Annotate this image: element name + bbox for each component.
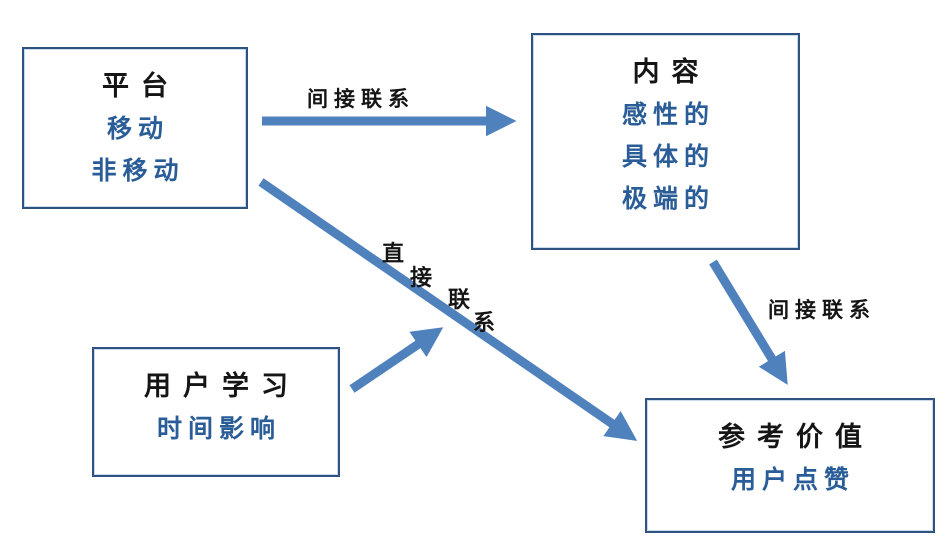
direct-link-label-char: 联 — [448, 288, 471, 313]
user-learning-box-title: 用户学习 — [144, 371, 300, 402]
platform-box-item-mobile: 移动 — [106, 114, 169, 143]
platform-box-title: 平台 — [102, 71, 180, 102]
direct-link-label-char: 系 — [473, 311, 496, 336]
platform-box: 平台 移动 非移动 — [22, 47, 248, 209]
content-box-item-emotional: 感性的 — [621, 100, 715, 129]
user-learning-box: 用户学习 时间影响 — [92, 347, 340, 477]
reference-value-box-title: 参考价值 — [718, 422, 874, 453]
content-box: 内容 感性的 具体的 极端的 — [531, 33, 800, 250]
arrow-content-to-reference — [709, 259, 788, 385]
content-box-title: 内容 — [632, 57, 711, 88]
content-box-item-concrete: 具体的 — [621, 142, 715, 171]
arrow-user-learning-moderation — [349, 327, 444, 393]
indirect-link-label-right: 间接联系 — [768, 298, 876, 322]
direct-link-label-char: 接 — [410, 266, 433, 291]
direct-link-label-char: 直 — [382, 242, 405, 267]
reference-value-box-item-likes: 用户点赞 — [730, 465, 855, 494]
user-learning-box-item-time: 时间影响 — [156, 414, 281, 443]
platform-box-item-nonmobile: 非移动 — [91, 156, 185, 185]
reference-value-box: 参考价值 用户点赞 — [645, 398, 935, 533]
content-box-item-extreme: 极端的 — [621, 184, 715, 213]
indirect-link-label-top: 间接联系 — [307, 87, 415, 111]
